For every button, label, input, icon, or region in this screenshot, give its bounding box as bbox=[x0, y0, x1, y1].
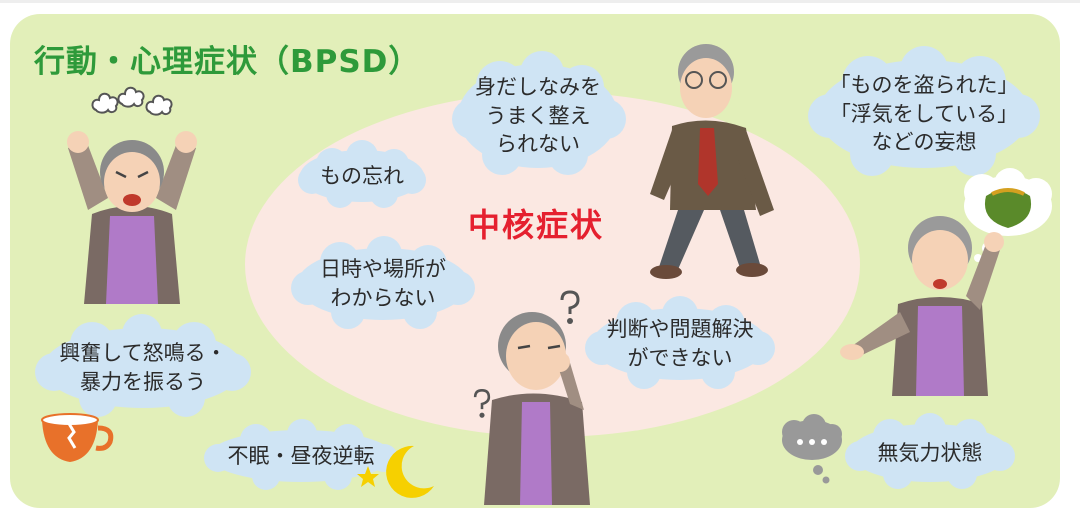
angry-steam-icon bbox=[91, 86, 173, 116]
cloud-delusion: 「ものを盗られた」 「浮気をしている」 などの妄想 bbox=[808, 46, 1040, 178]
cloud-text: もの忘れ bbox=[320, 163, 404, 188]
purse-thought-icon bbox=[964, 168, 1052, 262]
cloud-shape bbox=[298, 140, 426, 208]
moon-star-icon bbox=[357, 445, 434, 498]
cloud-agitation: 興奮して怒鳴る・ 暴力を振るう bbox=[32, 314, 254, 418]
cloud-shape bbox=[452, 51, 626, 175]
question-mark-icon-small bbox=[473, 388, 491, 418]
question-mark-icon bbox=[560, 290, 580, 324]
cloud-shape bbox=[808, 46, 1040, 176]
cloud-text: 判断や問題解決 ができない bbox=[606, 317, 754, 370]
walking-man-figure bbox=[650, 44, 774, 279]
pointing-woman-figure bbox=[840, 216, 1004, 396]
cloud-text: 無気力状態 bbox=[877, 440, 983, 465]
cloud-text: 日時や場所が わからない bbox=[320, 257, 446, 310]
cloud-text: 不眠・昼夜逆転 bbox=[227, 443, 375, 468]
thought-bubble-dots-icon bbox=[782, 414, 842, 484]
cloud-text: 興奮して怒鳴る・ 暴力を振るう bbox=[59, 341, 227, 394]
cloud-judgment: 判断や問題解決 ができない bbox=[582, 296, 778, 390]
cloud-shape bbox=[845, 413, 1015, 489]
core-symptom-label: 中核症状 bbox=[468, 206, 605, 244]
thinking-man-figure bbox=[484, 312, 590, 505]
cloud-shape bbox=[585, 296, 775, 389]
top-divider bbox=[0, 0, 1080, 3]
cloud-apathy: 無気力状態 bbox=[842, 413, 1018, 492]
cloud-forgetfulness: もの忘れ bbox=[292, 140, 432, 212]
angry-woman-figure bbox=[67, 131, 197, 304]
cloud-insomnia: 不眠・昼夜逆転 bbox=[200, 419, 402, 492]
broken-teacup-icon bbox=[41, 413, 114, 462]
cloud-text: 身だしなみを うまく整え られない bbox=[475, 74, 601, 157]
cloud-text: 「ものを盗られた」 「浮気をしている」 などの妄想 bbox=[829, 72, 1019, 155]
cloud-shape bbox=[204, 419, 398, 490]
cloud-shape bbox=[35, 314, 251, 417]
cloud-shape bbox=[291, 236, 475, 329]
cloud-grooming: 身だしなみを うまく整え られない bbox=[450, 51, 626, 177]
diagram-title: 行動・心理症状（BPSD） bbox=[34, 44, 421, 80]
cloud-disorientation: 日時や場所が わからない bbox=[288, 236, 478, 330]
